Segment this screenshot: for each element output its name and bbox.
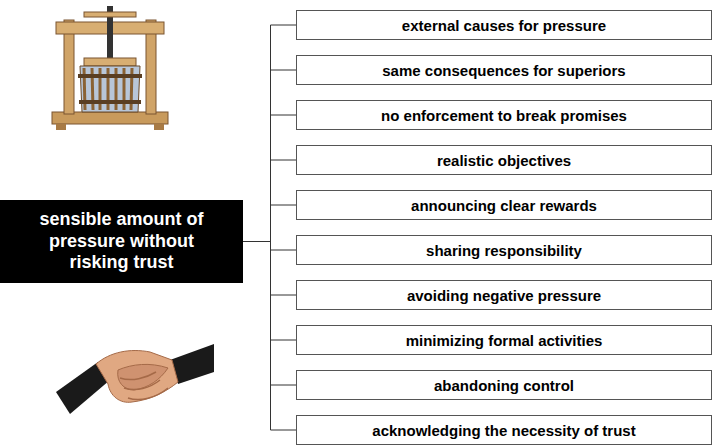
factor-label: sharing responsibility (426, 242, 582, 259)
factor-box: realistic objectives (296, 145, 712, 175)
tree-connector (243, 242, 296, 386)
wine-press-illustration (52, 6, 168, 130)
tree-connector (243, 242, 296, 341)
handshake-illustration (56, 344, 214, 414)
factor-label: announcing clear rewards (411, 197, 597, 214)
factor-box: same consequences for superiors (296, 55, 712, 85)
factor-box: sharing responsibility (296, 235, 712, 265)
factor-label: realistic objectives (437, 152, 571, 169)
tree-connector (243, 242, 296, 251)
factor-box: abandoning control (296, 370, 712, 400)
factor-label: external causes for pressure (402, 17, 606, 34)
factor-label: no enforcement to break promises (381, 107, 627, 124)
tree-connector (243, 242, 296, 296)
factor-box: external causes for pressure (296, 10, 712, 40)
factor-label: same consequences for superiors (382, 62, 625, 79)
factor-label: avoiding negative pressure (407, 287, 601, 304)
concept-label: sensible amount of pressure without risk… (22, 209, 221, 274)
factor-box: no enforcement to break promises (296, 100, 712, 130)
tree-connector (243, 115, 296, 242)
factor-label: minimizing formal activities (406, 332, 603, 349)
tree-connector (243, 205, 296, 242)
factor-box: announcing clear rewards (296, 190, 712, 220)
factor-box: acknowledging the necessity of trust (296, 415, 712, 445)
tree-connector (243, 160, 296, 242)
factor-label: abandoning control (434, 377, 574, 394)
factor-box: avoiding negative pressure (296, 280, 712, 310)
factor-label: acknowledging the necessity of trust (372, 422, 635, 439)
tree-connector (243, 242, 296, 431)
central-concept-box: sensible amount of pressure without risk… (0, 200, 243, 283)
tree-connector (243, 25, 296, 242)
tree-connector (243, 70, 296, 242)
factor-box: minimizing formal activities (296, 325, 712, 355)
